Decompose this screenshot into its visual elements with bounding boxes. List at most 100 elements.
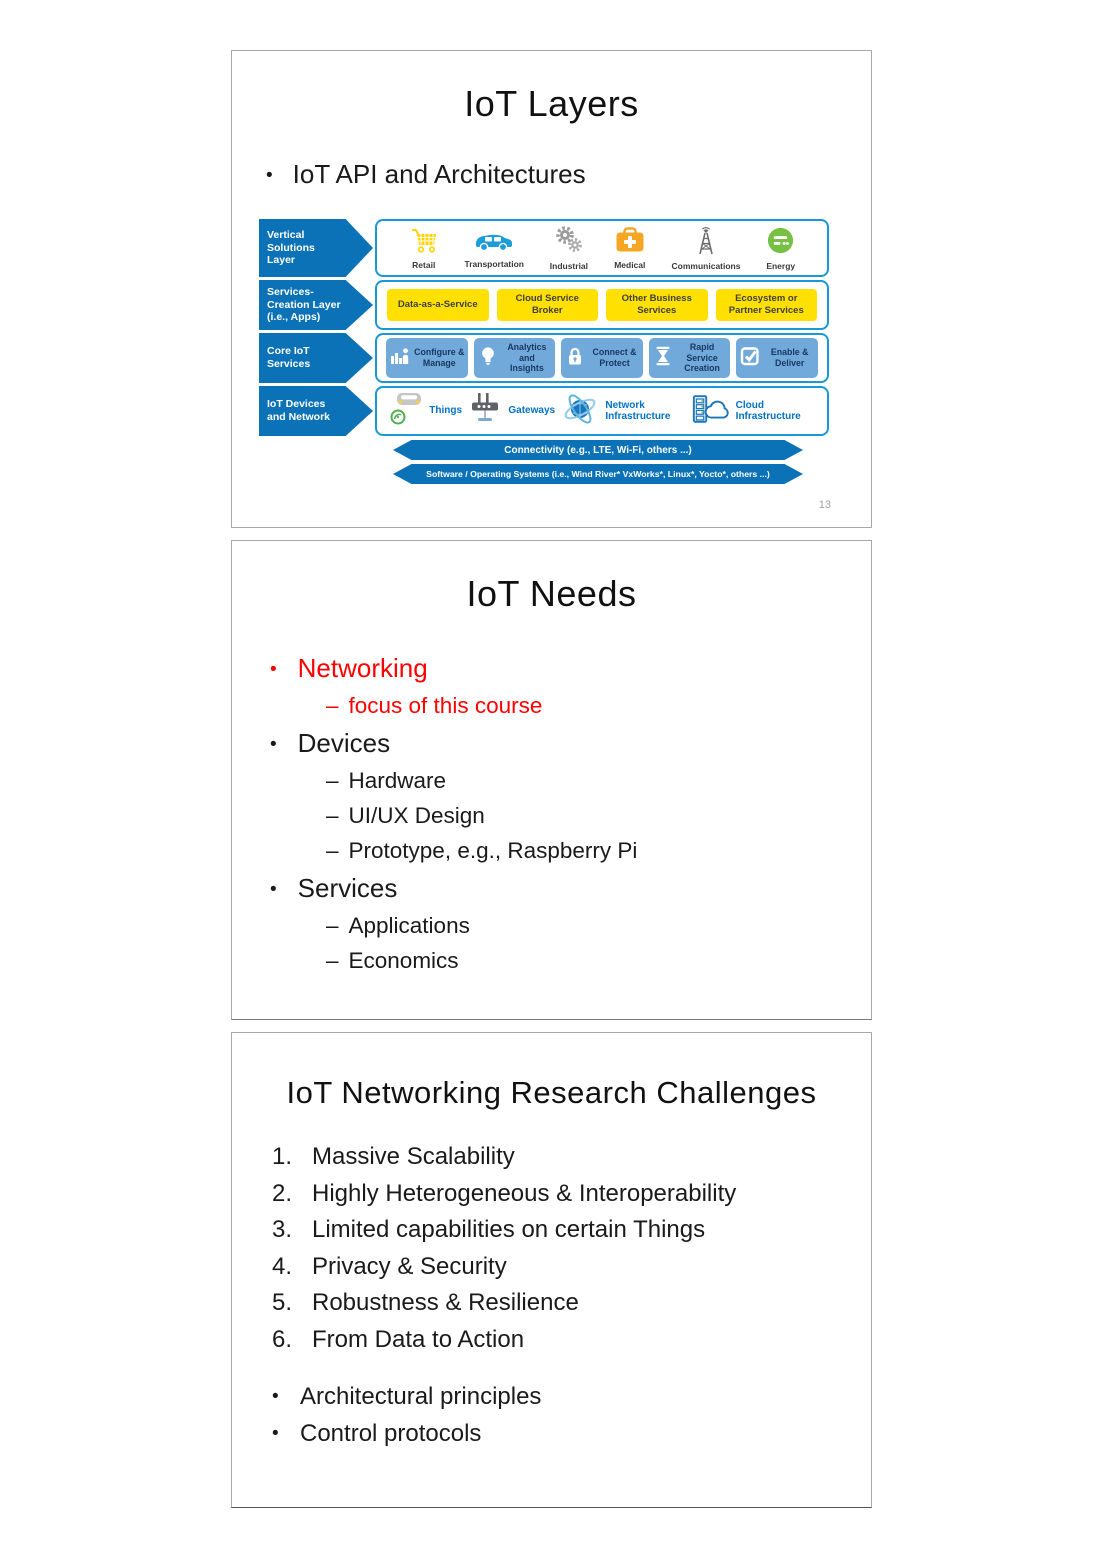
numbered-item-text: Massive Scalability <box>312 1143 515 1170</box>
list-item-text: Devices <box>297 728 391 758</box>
numbered-item: Highly Heterogeneous & Interoperability <box>272 1180 871 1208</box>
list-item-services: • Services <box>270 873 871 904</box>
bullet-dot: • <box>266 165 273 186</box>
list-item-text: Economics <box>348 948 459 973</box>
bullet-item-text: Architectural principles <box>300 1382 542 1410</box>
bullet-dot: • <box>270 659 277 680</box>
retail-cart-icon <box>409 226 439 259</box>
things-icon <box>388 391 424 432</box>
layer-row-iot-devices: IoT Devices and Network Things Gateways … <box>259 386 829 436</box>
list-item-text: Prototype, e.g., Raspberry Pi <box>348 838 638 863</box>
list-item-text: UI/UX Design <box>348 803 485 828</box>
vertical-item-label: Energy <box>766 260 796 271</box>
core-box-label: Analytics and Insights <box>507 342 547 374</box>
vertical-item-label: Medical <box>614 260 646 270</box>
list-item-networking: • Networking <box>270 653 871 684</box>
vertical-item-label: Retail <box>412 260 436 270</box>
bullet-dot: • <box>270 879 277 900</box>
vertical-item-label: Communications <box>671 261 741 271</box>
slide-iot-needs: IoT Needs •Networking –focus of this cou… <box>231 540 872 1020</box>
list-item-text: Services <box>297 873 398 903</box>
slide2-title: IoT Needs <box>466 573 637 614</box>
numbered-item-text: Robustness & Resilience <box>312 1289 579 1316</box>
slide1-bullet-text: IoT API and Architectures <box>292 159 586 189</box>
layer-row-vertical-solutions: Vertical Solutions Layer Retail Transpor… <box>259 219 829 277</box>
transportation-car-icon <box>472 227 516 258</box>
connect-protect-icon <box>564 345 586 372</box>
service-box-ecosystem: Ecosystem or Partner Services <box>715 289 817 321</box>
vertical-item-label: Transportation <box>464 259 525 269</box>
slide1-bullet: • IoT API and Architectures <box>266 159 871 190</box>
page-number: 13 <box>818 499 831 511</box>
list-item-text: focus of this course <box>348 693 543 718</box>
slide3-title: IoT Networking Research Challenges <box>286 1075 817 1110</box>
dash-marker: – <box>326 838 339 863</box>
network-infrastructure-icon <box>560 391 600 432</box>
bullet-dot: • <box>270 734 277 755</box>
core-box-label: Rapid Service Creation <box>684 342 720 374</box>
service-box-other-business: Other Business Services <box>606 289 708 321</box>
dash-marker: – <box>326 913 339 938</box>
core-box-enable-deliver: Enable & Deliver <box>736 338 818 378</box>
dash-marker: – <box>326 803 339 828</box>
numbered-item: From Data to Action <box>272 1326 871 1354</box>
vertical-item-label: Industrial <box>549 261 589 271</box>
core-box-connect-protect: Connect & Protect <box>561 338 643 378</box>
layer-arrow-core-iot-services: Core IoT Services <box>259 333 373 383</box>
layer-arrow-vertical-solutions: Vertical Solutions Layer <box>259 219 373 277</box>
layer-arrow-services-creation: Services-Creation Layer (i.e., Apps) <box>259 280 373 330</box>
iot-devices-box: Things Gateways Network Infrastructure C… <box>375 386 829 436</box>
vertical-item-energy: Energy <box>766 226 795 271</box>
device-item-label: Cloud Infrastructure <box>735 399 801 423</box>
industrial-gears-icon <box>554 225 584 260</box>
list-item-prototype: –Prototype, e.g., Raspberry Pi <box>326 838 871 864</box>
medical-bag-icon <box>614 226 646 259</box>
numbered-item: Massive Scalability <box>272 1143 871 1171</box>
core-box-label: Enable & Deliver <box>770 347 809 368</box>
analytics-insights-icon <box>477 345 499 372</box>
device-item-network-infrastructure: Network Infrastructure <box>560 391 685 432</box>
connectivity-arrow: Connectivity (e.g., LTE, Wi-Fi, others .… <box>393 440 803 460</box>
device-item-label: Network Infrastructure <box>605 399 671 423</box>
bullet-item-text: Control protocols <box>300 1419 482 1447</box>
layer-arrow-iot-devices: IoT Devices and Network <box>259 386 373 436</box>
numbered-item-text: Limited capabilities on certain Things <box>312 1216 706 1243</box>
list-item-text: Applications <box>348 913 470 938</box>
numbered-item: Privacy & Security <box>272 1253 871 1281</box>
numbered-item-text: Highly Heterogeneous & Interoperability <box>312 1179 737 1207</box>
vertical-item-transportation: Transportation <box>464 227 525 269</box>
service-box-daas: Data-as-a-Service <box>387 289 489 321</box>
layer-row-services-creation: Services-Creation Layer (i.e., Apps) Dat… <box>259 280 829 330</box>
iot-layers-diagram: Vertical Solutions Layer Retail Transpor… <box>259 219 829 484</box>
vertical-solutions-box: Retail Transportation Industrial Medical <box>375 219 829 277</box>
device-item-label: Things <box>429 405 463 417</box>
slide1-title: IoT Layers <box>464 83 639 124</box>
vertical-item-industrial: Industrial <box>550 225 588 271</box>
device-item-label: Gateways <box>508 405 556 417</box>
numbered-item-text: From Data to Action <box>312 1325 525 1353</box>
numbered-item-text: Privacy & Security <box>312 1252 507 1280</box>
list-item-text: Networking <box>297 653 428 683</box>
numbered-item: Limited capabilities on certain Things <box>272 1216 871 1244</box>
device-item-gateways: Gateways <box>467 392 555 431</box>
list-item-focus: –focus of this course <box>326 693 871 719</box>
core-box-label: Configure & Manage <box>414 347 465 368</box>
bullet-item-control: Control protocols <box>272 1420 871 1448</box>
vertical-item-medical: Medical <box>614 226 646 270</box>
list-item-text: Hardware <box>348 768 447 793</box>
list-item-applications: –Applications <box>326 913 871 939</box>
challenges-numbered-list: Massive Scalability Highly Heterogeneous… <box>272 1143 871 1354</box>
slide2-list: •Networking –focus of this course •Devic… <box>270 653 871 974</box>
dash-marker: – <box>326 768 339 793</box>
services-creation-box: Data-as-a-Service Cloud Service Broker O… <box>375 280 829 330</box>
device-item-things: Things <box>388 391 462 432</box>
slide-iot-layers: IoT Layers • IoT API and Architectures V… <box>231 50 872 528</box>
list-item-uiux: –UI/UX Design <box>326 803 871 829</box>
configure-manage-icon <box>389 345 411 372</box>
cloud-infrastructure-icon <box>691 392 731 431</box>
bullet-item-architectural: Architectural principles <box>272 1383 871 1411</box>
energy-icon <box>766 226 795 260</box>
slide-research-challenges: IoT Networking Research Challenges Massi… <box>231 1032 872 1508</box>
dash-marker: – <box>326 693 339 718</box>
vertical-item-retail: Retail <box>409 226 439 270</box>
